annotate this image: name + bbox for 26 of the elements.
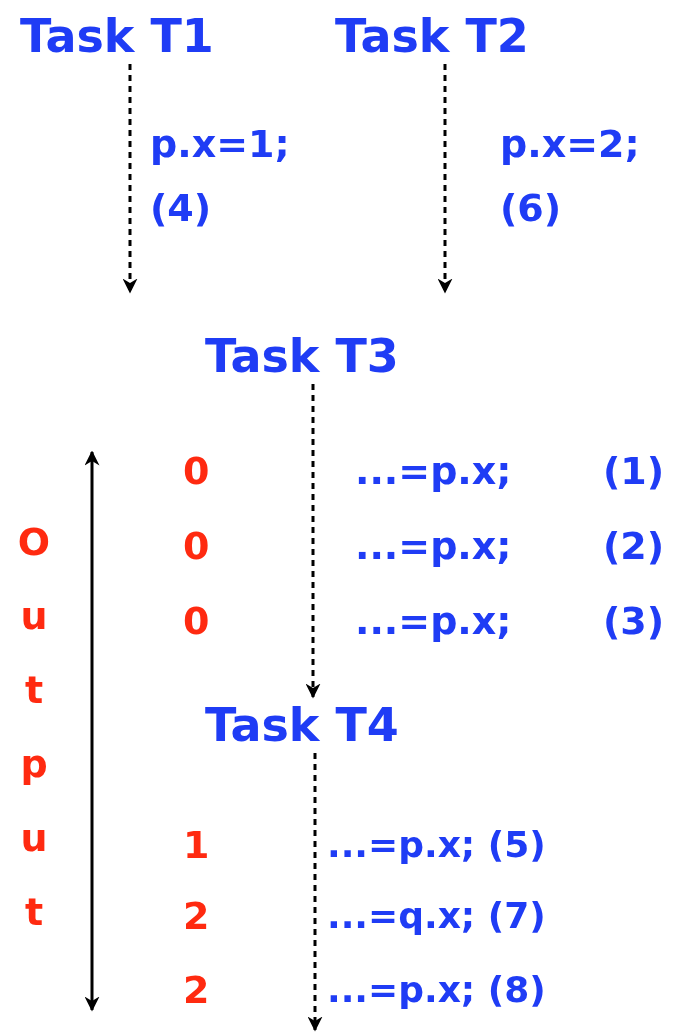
code-statement: ...=p.x;	[355, 523, 512, 569]
code-statement: ...=p.x; (5)	[327, 823, 546, 867]
code-statement: ...=p.x;	[355, 598, 512, 644]
code-statement: (3)	[603, 598, 665, 644]
code-statement: ...=q.x; (7)	[327, 894, 546, 938]
task-label: Task T1	[20, 8, 214, 64]
task-label: Task T2	[335, 8, 529, 64]
dashed-arrow	[437, 64, 453, 294]
dashed-arrow	[122, 64, 138, 294]
output-value: 2	[183, 893, 210, 939]
code-statement: ...=p.x; (8)	[327, 968, 546, 1012]
code-statement: (2)	[603, 523, 665, 569]
code-statement: ...=p.x;	[355, 448, 512, 494]
output-value: 1	[183, 822, 210, 868]
dashed-arrow	[305, 384, 321, 699]
output-value: 0	[183, 523, 210, 569]
code-statement: (1)	[603, 448, 665, 494]
edge-label: p.x=1; (4)	[150, 121, 291, 232]
output-value: 2	[183, 967, 210, 1013]
output-label: Output	[16, 519, 52, 936]
task-label: Task T3	[205, 328, 399, 384]
output-value: 0	[183, 448, 210, 494]
output-value: 0	[183, 598, 210, 644]
edge-label: p.x=2; (6)	[500, 121, 641, 232]
dashed-arrow	[307, 753, 323, 1032]
task-label: Task T4	[205, 697, 399, 753]
